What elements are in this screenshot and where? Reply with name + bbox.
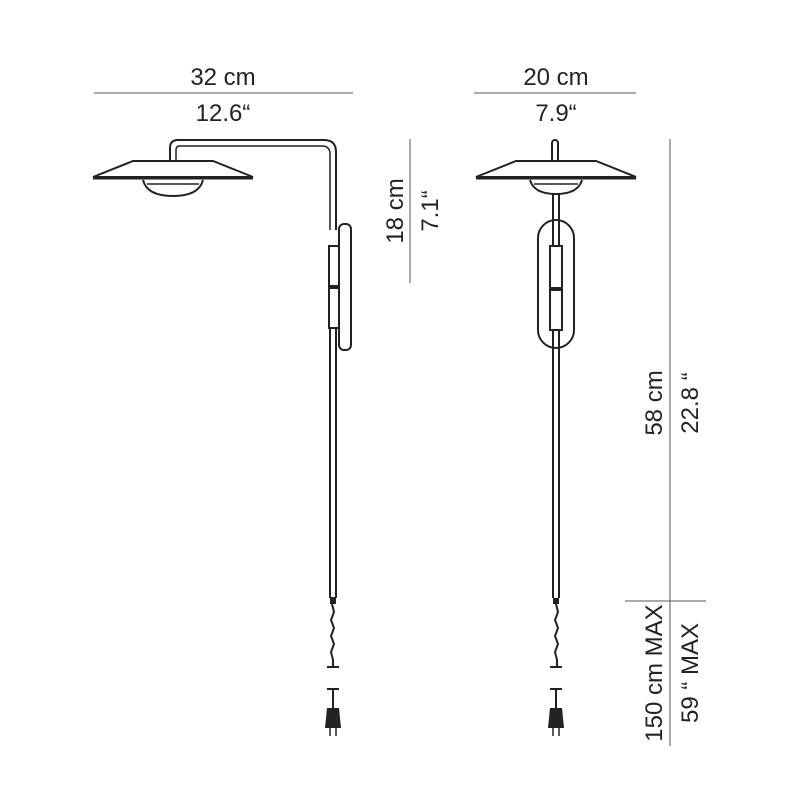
front-holder-lower <box>549 289 563 331</box>
side-width-in-label: 12.6“ <box>196 100 251 127</box>
cable-length-in-label: 59 “ MAX <box>677 623 704 723</box>
front-top-knob <box>551 139 559 163</box>
side-plug <box>325 708 341 728</box>
side-light-dome <box>142 179 204 198</box>
side-arm-outer <box>169 139 337 230</box>
front-cable <box>553 603 560 666</box>
front-width-cm-label: 20 cm <box>523 64 588 91</box>
side-stem-cap <box>330 598 336 604</box>
cable-length-cm-label: 150 cm MAX <box>641 604 668 741</box>
front-holder-upper <box>549 245 563 289</box>
shade-height-in-label: 7.1“ <box>417 190 444 231</box>
side-width-cm-label: 32 cm <box>190 64 255 91</box>
side-arm-inner <box>175 145 331 230</box>
total-height-in-label: 22.8 “ <box>677 372 704 433</box>
front-wall-plate <box>537 219 575 349</box>
side-width-dimension: 32 cm 12.6“ <box>94 64 353 127</box>
shade-height-dimension: 18 cm 7.1“ <box>382 139 444 283</box>
side-shade <box>92 160 254 178</box>
front-plug <box>548 708 564 728</box>
shade-height-cm-label: 18 cm <box>382 178 409 243</box>
side-cable <box>329 603 336 666</box>
total-height-cm-label: 58 cm <box>641 370 668 435</box>
front-shade <box>475 160 637 178</box>
side-wall-plate <box>338 223 352 351</box>
cable-length-dimension: 150 cm MAX 59 “ MAX <box>625 600 706 746</box>
front-light-dome <box>529 179 583 196</box>
side-holder-lower <box>328 287 340 329</box>
side-view-lamp <box>92 139 352 736</box>
front-stem-cap <box>553 598 559 604</box>
side-holder-upper <box>328 245 340 287</box>
front-view-lamp <box>475 139 637 736</box>
total-height-dimension: 58 cm 22.8 “ <box>641 139 704 601</box>
front-width-dimension: 20 cm 7.9“ <box>474 64 636 127</box>
front-width-in-label: 7.9“ <box>535 100 576 127</box>
